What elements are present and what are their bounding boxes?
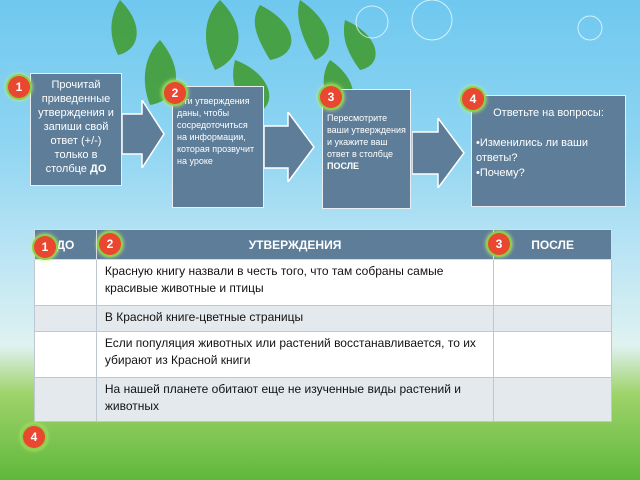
step-1-bold: ДО [89,163,107,175]
step-4-bullet-2: •Почему? [476,167,525,179]
step-4-box: Ответьте на вопросы: •Изменились ли ваши… [471,95,626,207]
after-cell[interactable] [493,259,612,306]
after-cell[interactable] [493,377,612,422]
table-row: В Красной книге-цветные страницы [34,305,612,332]
header-statements: УТВЕРЖДЕНИЯ [95,229,495,260]
after-cell[interactable] [493,331,612,378]
step-badge-1: 1 [8,76,30,98]
step-badge-2: 2 [164,82,186,104]
step-4-title: Ответьте на вопросы: [493,107,604,119]
step-3-text: Пересмотрите ваши утверждения и укажите … [327,113,406,159]
table-badge-3: 3 [488,233,510,255]
statement-cell: Красную книгу назвали в честь того, что … [95,259,495,306]
header-after: ПОСЛЕ [493,229,612,260]
step-4-bullet-1: •Изменились ли ваши ответы? [476,137,588,164]
step-2-box: Эти утверждения даны, чтобы сосредоточит… [172,86,264,208]
before-cell[interactable] [34,259,97,306]
table-badge-2: 2 [99,233,121,255]
arrow-2-icon [264,112,315,182]
statements-table: ДО УТВЕРЖДЕНИЯ ПОСЛЕ Красную книгу назва… [34,229,612,422]
statement-cell: В Красной книге-цветные страницы [95,305,495,332]
before-cell[interactable] [34,331,97,378]
table-row: Если популяция животных или растений вос… [34,331,612,378]
step-badge-3: 3 [320,86,342,108]
step-3-bold: ПОСЛЕ [327,161,360,171]
table-badge-1: 1 [34,236,56,258]
table-row: Красную книгу назвали в честь того, что … [34,259,612,306]
statement-cell: Если популяция животных или растений вос… [95,331,495,378]
arrow-3-icon [412,118,465,188]
arrow-1-icon [122,100,165,168]
step-2-text: Эти утверждения даны, чтобы сосредоточит… [177,96,255,166]
step-1-box: Прочитай приведенные утверждения и запиш… [30,73,122,186]
after-cell[interactable] [493,305,612,332]
table-badge-4: 4 [23,426,45,448]
statement-cell: На нашей планете обитают еще не изученны… [95,377,495,422]
table-header-row: ДО УТВЕРЖДЕНИЯ ПОСЛЕ [34,229,612,260]
table-row: На нашей планете обитают еще не изученны… [34,377,612,422]
before-cell[interactable] [34,377,97,422]
step-badge-4: 4 [462,88,484,110]
step-1-text: Прочитай приведенные утверждения и запиш… [38,79,114,175]
before-cell[interactable] [34,305,97,332]
step-3-box: Пересмотрите ваши утверждения и укажите … [322,89,411,209]
